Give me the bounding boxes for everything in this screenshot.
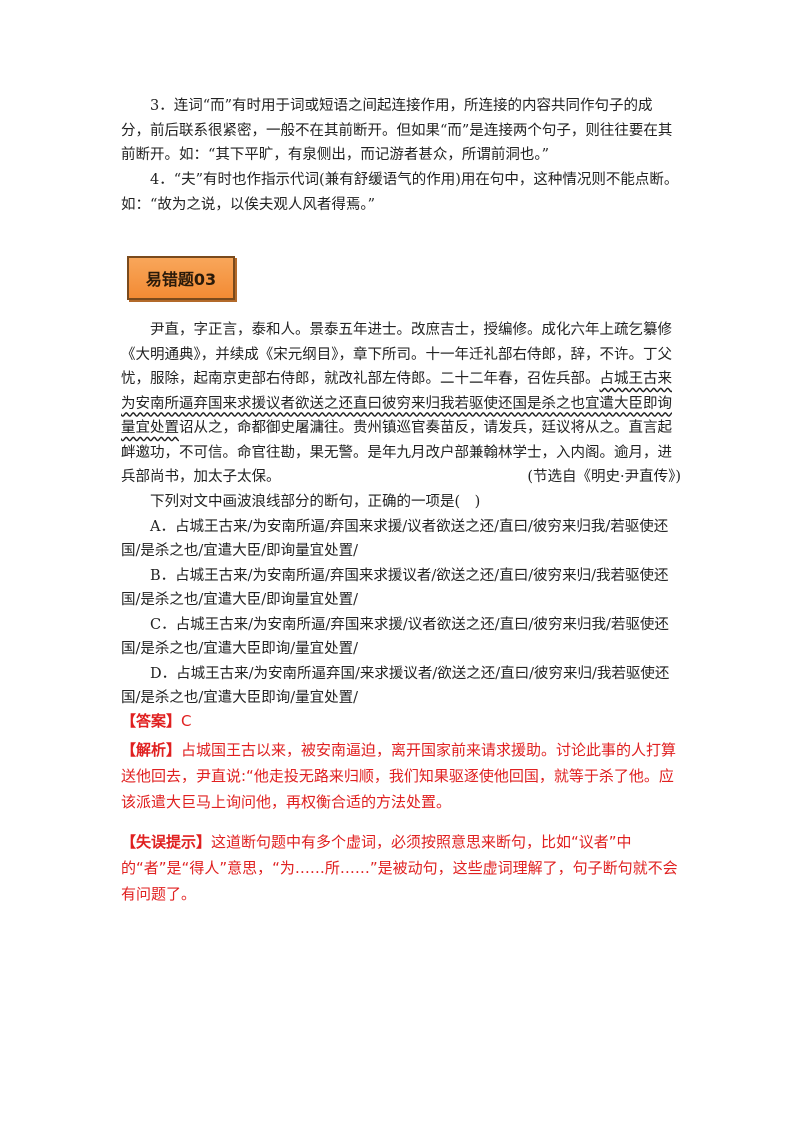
option-a: A．占城王古来/为安南所逼/弃国来求援/议者欲送之还/直曰/彼穷来归我/若驱使还… <box>121 518 669 560</box>
answer-block: 【答案】C <box>121 708 681 734</box>
tip-text: 这道断句题中有多个虚词，必须按照意思来断句，比如“议者”中的“者”是“得人”意思… <box>121 833 678 903</box>
note-4: 4．“夫”有时也作指示代词(兼有舒缓语气的作用)用在句中，这种情况则不能点断。如… <box>121 172 679 213</box>
analysis-block: 【解析】占城国王古以来，被安南逼迫，离开国家前来请求援助。讨论此事的人打算送他回… <box>121 737 681 815</box>
question-block: 下列对文中画波浪线部分的断句，正确的一项是( ) A．占城王古来/为安南所逼/弃… <box>121 490 681 711</box>
analysis-text: 占城国王古以来，被安南逼迫，离开国家前来请求援助。讨论此事的人打算送他回去，尹直… <box>121 741 677 811</box>
passage-intro: 尹直，字正言，泰和人。景泰五年进士。改庶吉士，授编修。成化六年上疏乞纂修《大明通… <box>121 322 672 387</box>
option-b: B．占城王古来/为安南所逼/弃国来求援议者/欲送之还/直曰/彼穷来归/我若驱使还… <box>121 567 669 609</box>
passage-wavy-underline: 占城王古来为安南所逼弃国来求援议者欲送之还直曰彼穷来归我若驱使还国是杀之也宜遣大… <box>121 371 672 436</box>
option-d: D．占城王古来/为安南所逼弃国/来求援议者/欲送之还/直曰/彼穷来归/我若驱使还… <box>121 665 670 707</box>
answer-label: 【答案】 <box>121 712 182 730</box>
option-c: C．占城王古来/为安南所逼/弃国来求援/议者欲送之还/直曰/彼穷来归我/若驱使还… <box>121 616 669 658</box>
answer-value: C <box>181 712 192 730</box>
passage-rest: 诏从之，命都御史屠滽往。贵州镇巡官奏苗反，请发兵，廷议将从之。直言起衅邀功，不可… <box>121 420 672 485</box>
section-badge: 易错题03 <box>127 256 235 300</box>
analysis-label: 【解析】 <box>121 741 182 759</box>
question-stem: 下列对文中画波浪线部分的断句，正确的一项是( ) <box>150 494 481 510</box>
passage-source: (节选自《明史·尹直传》) <box>527 469 681 485</box>
tip-block: 【失误提示】这道断句题中有多个虚词，必须按照意思来断句，比如“议者”中的“者”是… <box>121 829 681 907</box>
note-3: 3．连词“而”有时用于词或短语之间起连接作用，所连接的内容共同作句子的成分，前后… <box>121 98 673 163</box>
tip-label: 【失误提示】 <box>121 833 212 851</box>
passage: 尹直，字正言，泰和人。景泰五年进士。改庶吉士，授编修。成化六年上疏乞纂修《大明通… <box>121 318 681 490</box>
